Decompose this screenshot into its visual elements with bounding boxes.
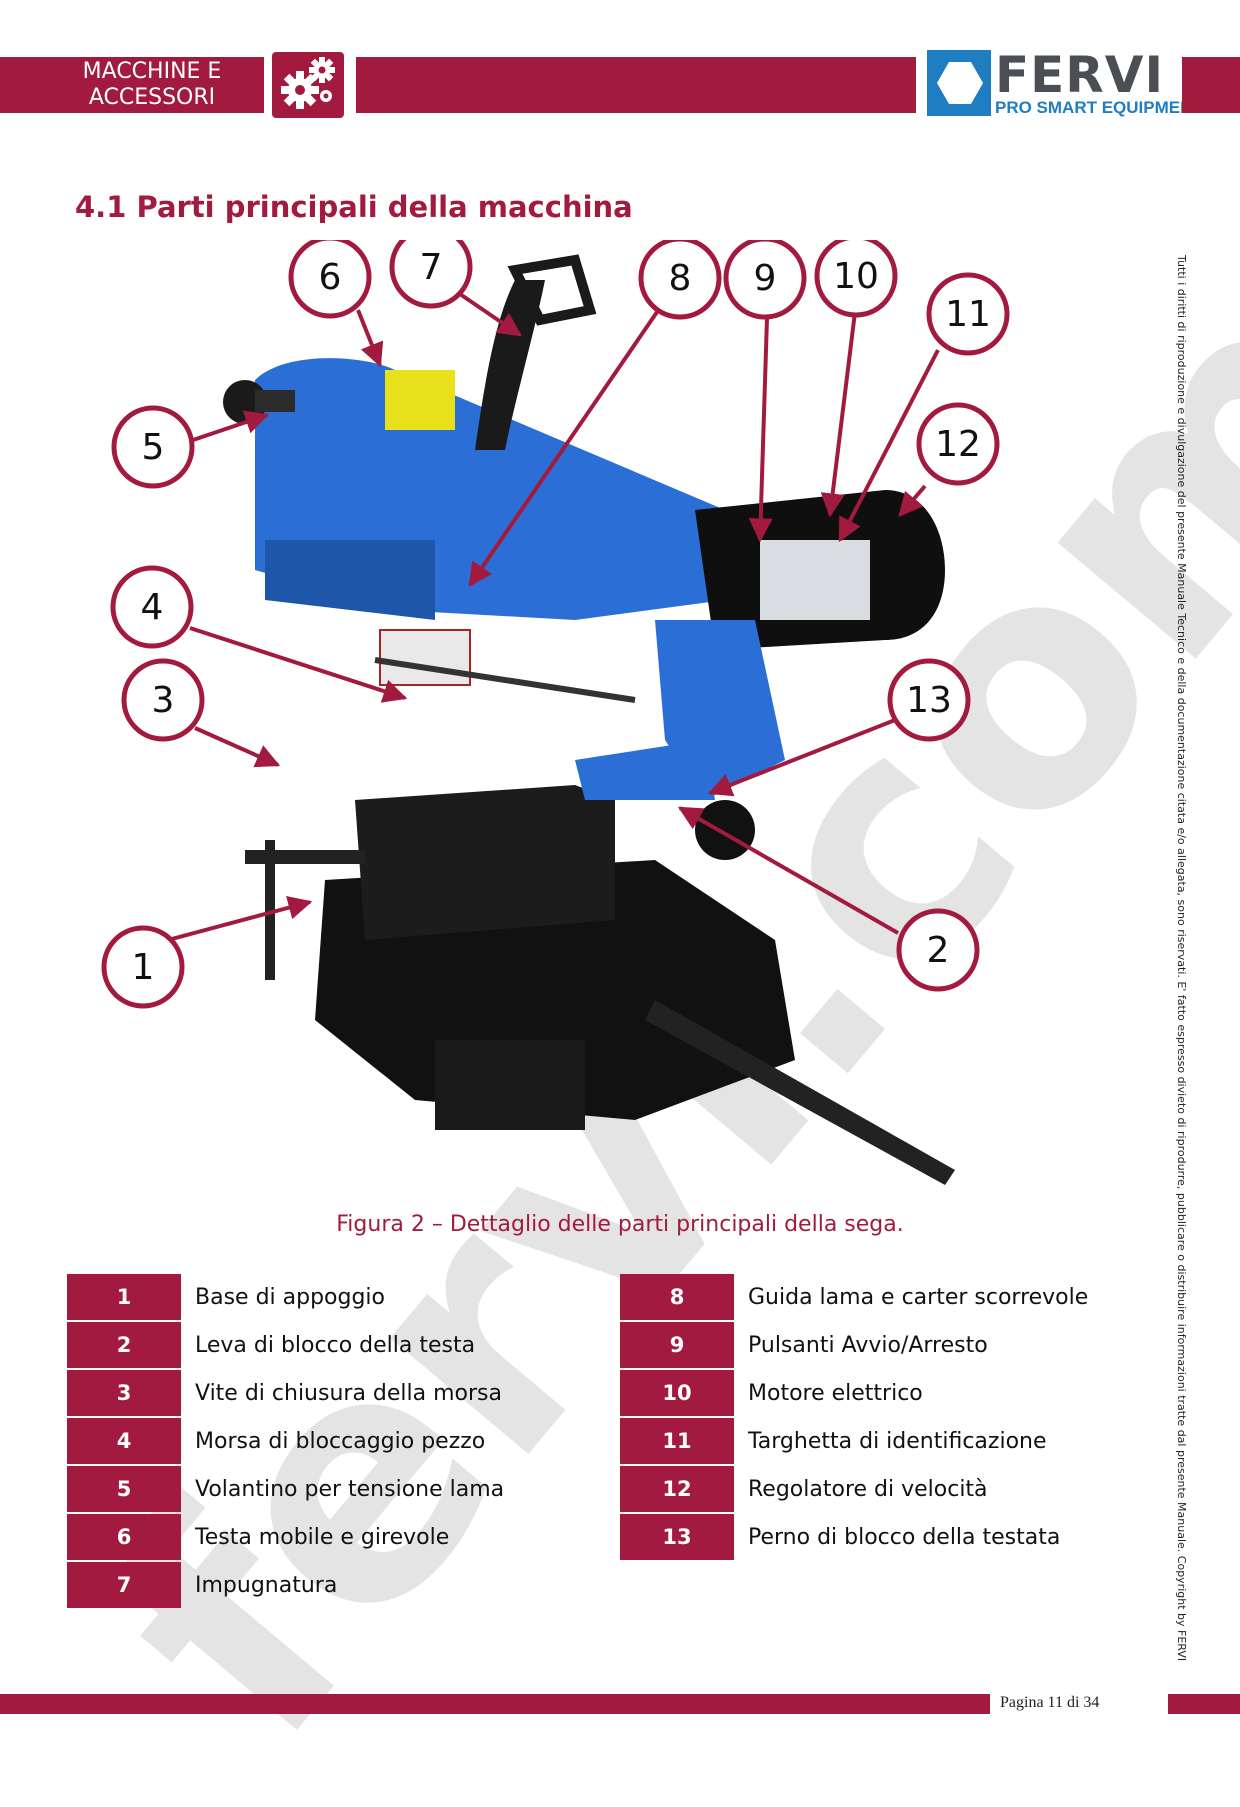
footer-band <box>0 1694 990 1714</box>
legend-number: 11 <box>620 1418 734 1464</box>
callout-circle <box>887 658 971 742</box>
logo-tagline: PRO SMART EQUIPMENT <box>995 98 1203 117</box>
legend-label: Volantino per tensione lama <box>195 1476 505 1502</box>
legend-row: 6 Testa mobile e girevole <box>67 1514 504 1560</box>
band-saw-illustration <box>223 254 955 1185</box>
footer-band-right <box>1168 1694 1240 1714</box>
logo-name: FERVI <box>995 46 1165 104</box>
legend-row: 11 Targhetta di identificazione <box>620 1418 1088 1464</box>
gears-icon <box>272 52 344 118</box>
legend-label: Testa mobile e girevole <box>195 1524 450 1550</box>
callout-circle <box>101 925 185 1009</box>
legend-row: 10 Motore elettrico <box>620 1370 1088 1416</box>
header-section-line2: ACCESSORI <box>88 85 216 110</box>
callout-circle <box>926 272 1010 356</box>
legend-row: 5 Volantino per tensione lama <box>67 1466 504 1512</box>
legend-label: Pulsanti Avvio/Arresto <box>748 1332 988 1358</box>
header-section-band <box>0 57 264 113</box>
legend-row: 1 Base di appoggio <box>67 1274 504 1320</box>
callout-number: 2 <box>927 930 950 971</box>
callout-number: 3 <box>152 680 175 721</box>
legend-row: 12 Regolatore di velocità <box>620 1466 1088 1512</box>
legend-label: Leva di blocco della testa <box>195 1332 476 1358</box>
legend-label: Regolatore di velocità <box>748 1476 988 1502</box>
callout-number: 13 <box>906 680 952 721</box>
legend-number: 9 <box>620 1322 734 1368</box>
callout-number: 8 <box>669 258 692 299</box>
callout-number: 10 <box>833 256 879 297</box>
legend-row: 2 Leva di blocco della testa <box>67 1322 504 1368</box>
callout-number: 1 <box>132 947 155 988</box>
legend-number: 10 <box>620 1370 734 1416</box>
legend-label: Vite di chiusura della morsa <box>195 1380 503 1406</box>
header-band-right <box>1182 57 1240 113</box>
callout-circle <box>121 658 205 742</box>
page-number: Pagina 11 di 34 <box>1000 1694 1100 1711</box>
legend-row: 8 Guida lama e carter scorrevole <box>620 1274 1088 1320</box>
callout-circle <box>896 908 980 992</box>
legend-label: Guida lama e carter scorrevole <box>748 1284 1089 1310</box>
header-section-line1: MACCHINE E <box>82 59 222 84</box>
legend-number: 3 <box>67 1370 181 1416</box>
section-title: 4.1 Parti principali della macchina <box>75 190 633 224</box>
callout-number: 9 <box>754 258 777 299</box>
legend-label: Targhetta di identificazione <box>748 1428 1047 1454</box>
legend-number: 12 <box>620 1466 734 1512</box>
legend-right: 8 Guida lama e carter scorrevole 9 Pulsant… <box>620 1274 1088 1562</box>
legend-row: 3 Vite di chiusura della morsa <box>67 1370 504 1416</box>
legend-label: Impugnatura <box>195 1572 338 1598</box>
figure-caption: Figura 2 – Dettaglio delle parti princip… <box>336 1212 904 1237</box>
legend-number: 8 <box>620 1274 734 1320</box>
legend-row: 7 Impugnatura <box>67 1562 504 1608</box>
callout-number: 4 <box>141 587 164 628</box>
legend-number: 1 <box>67 1274 181 1320</box>
header-section-label: MACCHINE E ACCESSORI <box>40 57 264 113</box>
copyright-notice: Tutti i diritti di riproduzione e divulg… <box>1175 255 1188 1662</box>
legend-row: 13 Perno di blocco della testata <box>620 1514 1088 1560</box>
legend-number: 5 <box>67 1466 181 1512</box>
callout-number: 6 <box>319 257 342 298</box>
fervi-logo <box>925 48 1175 122</box>
legend-number: 13 <box>620 1514 734 1560</box>
callout-circle <box>110 565 194 649</box>
legend-number: 6 <box>67 1514 181 1560</box>
legend-number: 7 <box>67 1562 181 1608</box>
legend-label: Base di appoggio <box>195 1284 386 1310</box>
callout-number: 11 <box>945 294 991 335</box>
legend-label: Motore elettrico <box>748 1380 923 1406</box>
legend-left: 1 Base di appoggio 2 Leva di blocco della … <box>67 1274 504 1610</box>
callout-circle <box>916 402 1000 486</box>
legend-label: Perno di blocco della testata <box>748 1524 1061 1550</box>
legend-label: Morsa di bloccaggio pezzo <box>195 1428 486 1454</box>
callout-circle <box>111 405 195 489</box>
legend-number: 4 <box>67 1418 181 1464</box>
legend-number: 2 <box>67 1322 181 1368</box>
callout-number: 5 <box>142 427 165 468</box>
header-band <box>356 57 916 113</box>
leader-lines <box>167 290 940 942</box>
legend-row: 9 Pulsanti Avvio/Arresto <box>620 1322 1088 1368</box>
callout-number: 12 <box>935 424 981 465</box>
legend-row: 4 Morsa di bloccaggio pezzo <box>67 1418 504 1464</box>
callout-number: 7 <box>420 247 443 288</box>
